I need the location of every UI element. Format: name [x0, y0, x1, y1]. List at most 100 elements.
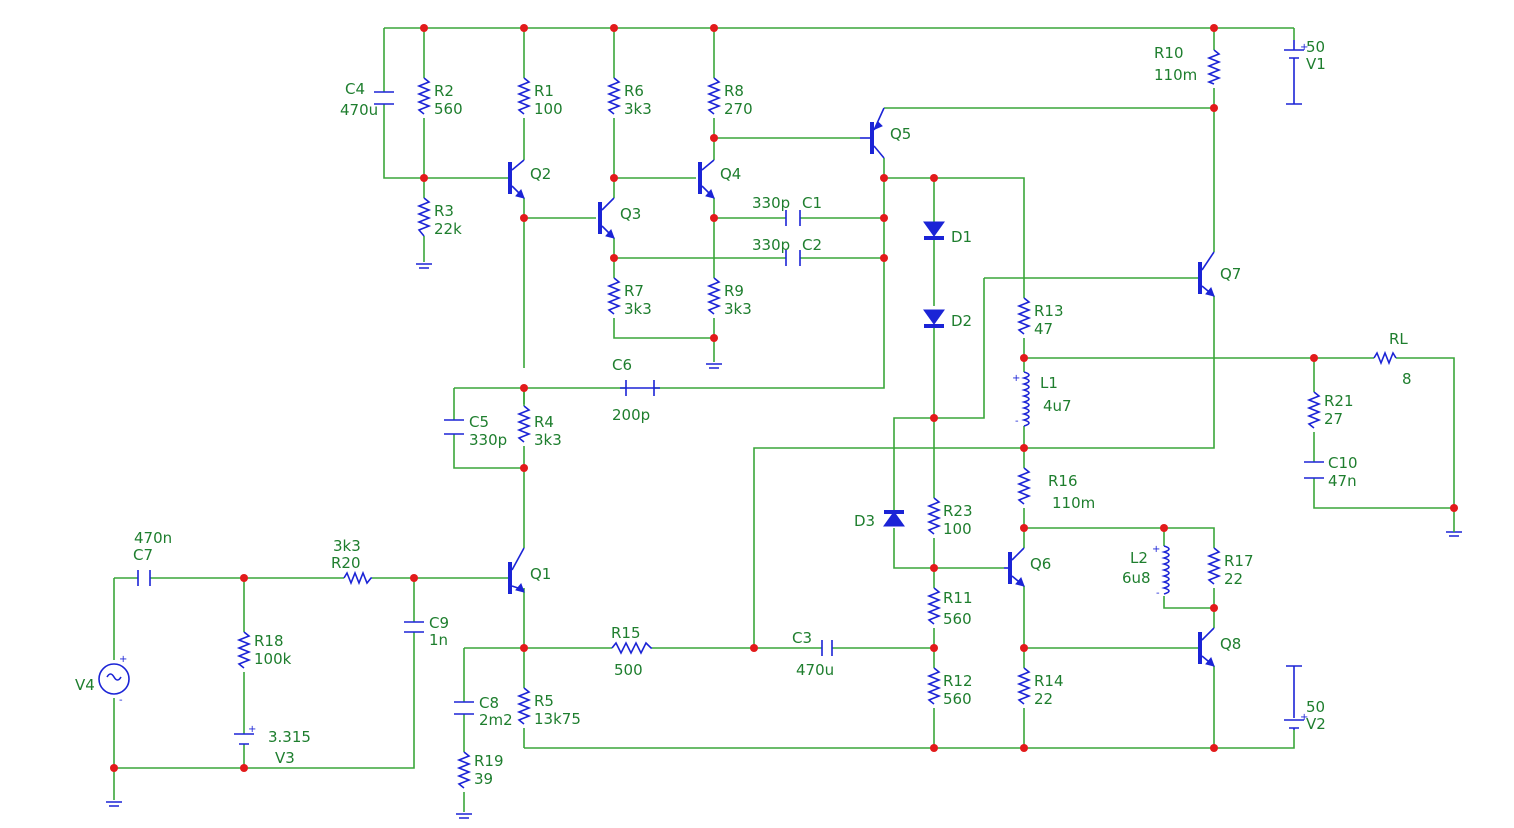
- svg-text:-: -: [1156, 588, 1160, 599]
- inductors: + - + -: [1012, 371, 1170, 599]
- svg-text:+: +: [1012, 373, 1020, 384]
- resistor-r17: [1206, 547, 1222, 585]
- resistor-r3: [416, 197, 432, 237]
- resistor-r9: [706, 277, 722, 315]
- label-r6-ref: R6: [624, 82, 644, 100]
- label-v2-ref: V2: [1306, 715, 1326, 733]
- resistor-r12: [926, 667, 942, 705]
- label-c10-value: 47n: [1328, 472, 1357, 490]
- ground-icon: [456, 813, 472, 819]
- label-q4: Q4: [720, 165, 741, 183]
- label-r8-value: 270: [724, 100, 753, 118]
- svg-text:+: +: [248, 724, 256, 735]
- resistors: [236, 49, 1397, 789]
- label-c7-value: 470n: [134, 529, 172, 547]
- label-r23-value: 100: [943, 520, 972, 538]
- resistor-r8: [706, 77, 722, 115]
- label-c6-ref: C6: [612, 356, 632, 374]
- diode-d3: [883, 510, 905, 527]
- voltage-source-v4: + -: [98, 654, 130, 706]
- label-r16-ref: R16: [1048, 472, 1078, 490]
- resistor-r4: [516, 405, 532, 443]
- label-r13-ref: R13: [1034, 302, 1064, 320]
- label-q6: Q6: [1030, 555, 1051, 573]
- label-r10-value: 110m: [1154, 66, 1197, 84]
- transistor-q1: [508, 547, 525, 594]
- label-q1: Q1: [530, 565, 551, 583]
- label-r9-ref: R9: [724, 282, 744, 300]
- label-r2-value: 560: [434, 100, 463, 118]
- label-r15-value: 500: [614, 661, 643, 679]
- label-r12-value: 560: [943, 690, 972, 708]
- resistor-r10: [1206, 49, 1222, 85]
- transistor-q3: [598, 197, 615, 239]
- resistor-r5: [516, 687, 532, 725]
- voltage-source-v3: +: [234, 724, 256, 745]
- labels: C4 470u R2 560 R1 100 R6 3k3 R8 270 R10 …: [75, 38, 1412, 788]
- label-q2: Q2: [530, 165, 551, 183]
- label-r12-ref: R12: [943, 672, 973, 690]
- label-r14-ref: R14: [1034, 672, 1064, 690]
- label-l1-value: 4u7: [1043, 397, 1072, 415]
- label-r10-ref: R10: [1154, 44, 1184, 62]
- inductor-l2: + -: [1152, 544, 1170, 599]
- label-v3-value: 3.315: [268, 728, 311, 746]
- svg-text:-: -: [119, 695, 123, 706]
- label-r21-value: 27: [1324, 410, 1343, 428]
- label-v1-ref: V1: [1306, 55, 1326, 73]
- label-r7-ref: R7: [624, 282, 644, 300]
- resistor-r7: [606, 277, 622, 315]
- label-l2-ref: L2: [1130, 549, 1148, 567]
- wires: [113, 27, 1455, 812]
- capacitor-c4: [374, 91, 394, 105]
- label-v4-ref: V4: [75, 676, 95, 694]
- label-r4-ref: R4: [534, 413, 554, 431]
- transistors: [508, 107, 1215, 667]
- capacitor-c7: [137, 570, 151, 586]
- junction-nodes: [110, 24, 1458, 772]
- label-c9-ref: C9: [429, 614, 449, 632]
- transistor-q6: [1004, 547, 1025, 587]
- inductor-l1: + -: [1012, 371, 1030, 427]
- resistor-r14: [1016, 667, 1032, 705]
- capacitor-c1: [785, 210, 801, 226]
- label-c6-value: 200p: [612, 406, 650, 424]
- label-l2-value: 6u8: [1122, 569, 1151, 587]
- resistor-r11: [926, 587, 942, 625]
- label-q8: Q8: [1220, 635, 1241, 653]
- sources: + + + + -: [98, 40, 1308, 745]
- label-r21-ref: R21: [1324, 392, 1354, 410]
- label-c10-ref: C10: [1328, 454, 1358, 472]
- label-c3-value: 470u: [796, 661, 834, 679]
- resistor-rl: [1373, 350, 1397, 366]
- capacitor-c3: [821, 640, 833, 656]
- label-c8-ref: C8: [479, 694, 499, 712]
- label-r19-value: 39: [474, 770, 493, 788]
- svg-text:-: -: [1015, 416, 1019, 427]
- label-c2-ref: C2: [802, 236, 822, 254]
- capacitor-c6: [620, 380, 660, 396]
- label-r19-ref: R19: [474, 752, 504, 770]
- label-rl-value: 8: [1402, 370, 1412, 388]
- capacitor-c5: [444, 419, 464, 435]
- label-q3: Q3: [620, 205, 641, 223]
- label-d2: D2: [951, 312, 972, 330]
- label-r9-value: 3k3: [724, 300, 752, 318]
- label-r4-value: 3k3: [534, 431, 562, 449]
- capacitor-c9: [404, 621, 424, 633]
- label-v1-value: 50: [1306, 38, 1325, 56]
- capacitors: [137, 91, 1324, 715]
- label-c1-value: 330p: [752, 194, 790, 212]
- resistor-r16: [1016, 467, 1032, 505]
- label-r2-ref: R2: [434, 82, 454, 100]
- transistor-q7: [1198, 251, 1215, 297]
- resistor-r23: [926, 497, 942, 535]
- label-r6-value: 3k3: [624, 100, 652, 118]
- label-q5: Q5: [890, 125, 911, 143]
- label-c1-ref: C1: [802, 194, 822, 212]
- diode-d1: [923, 221, 945, 240]
- label-r3-value: 22k: [434, 220, 462, 238]
- svg-text:+: +: [119, 654, 127, 665]
- label-r13-value: 47: [1034, 320, 1053, 338]
